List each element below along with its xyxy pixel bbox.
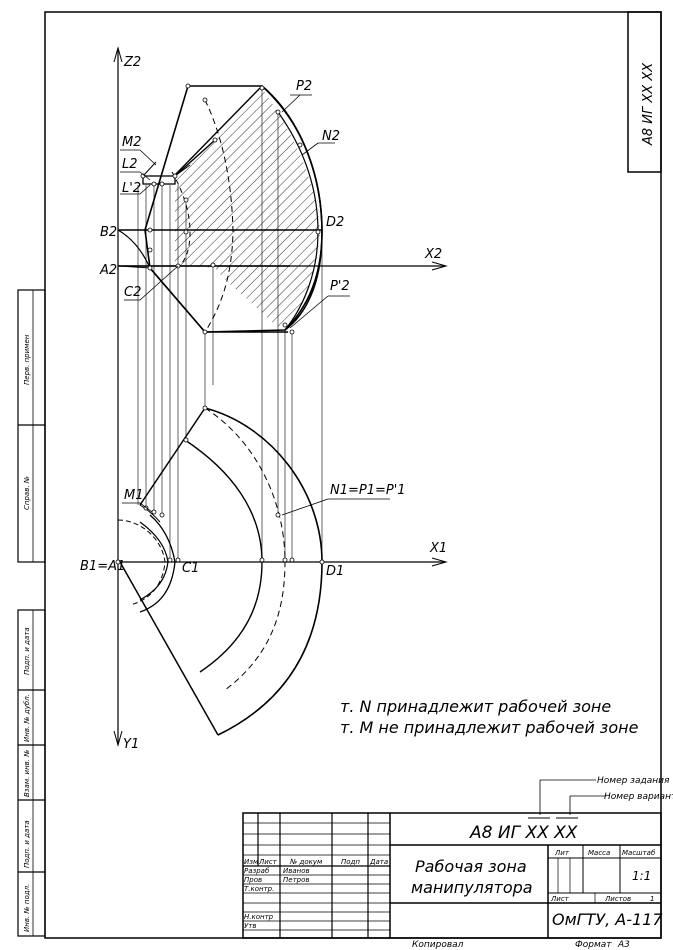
tb-name-prov: Петров — [283, 876, 310, 884]
tb-masshtab: Масштаб — [622, 849, 656, 857]
dashed-arc — [204, 99, 234, 333]
label-b1a1: B1=A1 — [80, 559, 125, 574]
label-c2: C2 — [124, 285, 141, 300]
label-p2p: P'2 — [330, 279, 350, 294]
tb-format: Формат — [575, 940, 612, 950]
tb-title-1: Рабочая зона — [415, 857, 527, 876]
tb-sheets-value: 1 — [650, 895, 654, 903]
legend-variant: Номер варианта — [604, 792, 673, 802]
projection-lines — [137, 88, 323, 560]
label-n2: N2 — [322, 129, 340, 144]
tb-col-doc: № докум — [289, 858, 323, 866]
tb-sheets: Листов — [604, 895, 631, 903]
tb-col-izm: Изм — [244, 858, 259, 866]
label-d2: D2 — [326, 215, 344, 230]
label-d1: D1 — [326, 564, 344, 579]
leaders — [120, 94, 390, 516]
strip-invdubl: Инв. № дубл. — [23, 694, 31, 742]
tb-col-list: Лист — [258, 858, 278, 866]
tb-col-podp: Подп — [341, 858, 360, 866]
label-a2: A2 — [99, 263, 117, 278]
tb-sheet: Лист — [550, 895, 570, 903]
tb-copied: Копировал — [412, 940, 464, 950]
outer-arc — [204, 407, 323, 563]
label-x1: X1 — [429, 541, 447, 556]
left-strip-labels: Перв. примен Справ. № Подп. и дата Инв. … — [23, 334, 31, 932]
label-x2: X2 — [424, 247, 442, 262]
label-z2: Z2 — [123, 55, 141, 70]
strip-sprav: Справ. № — [23, 476, 31, 510]
tb-col-data: Дата — [369, 858, 388, 866]
tb-row-prov: Пров — [244, 876, 262, 884]
side-stamp: А8 ИГ ХХ ХХ — [627, 11, 662, 173]
legend-callouts — [539, 779, 606, 815]
strip-podp2: Подп. и дата — [23, 820, 31, 868]
tb-format-value: А3 — [617, 940, 630, 950]
front-view — [113, 46, 448, 333]
tb-row-tkontr: Т.контр. — [244, 885, 274, 893]
side-stamp-text: А8 ИГ ХХ ХХ — [641, 62, 656, 146]
label-l2: L2 — [122, 157, 138, 172]
strip-vzam: Взам. инв. № — [23, 749, 31, 797]
tb-row-utv: Утв — [244, 922, 256, 930]
legend-task: Номер задания — [597, 776, 670, 786]
sheet-frame — [44, 11, 662, 939]
strip-invpodl: Инв. № подл. — [23, 884, 31, 932]
top-view — [117, 407, 448, 736]
title-block — [242, 812, 662, 939]
tb-name-razrab: Иванов — [283, 867, 310, 875]
label-p2: P2 — [296, 79, 312, 94]
tb-lit: Лит — [554, 849, 570, 857]
note-line2: т. M не принадлежит рабочей зоне — [340, 718, 639, 737]
label-n1: N1=P1=P'1 — [330, 483, 406, 498]
label-m2: M2 — [122, 135, 142, 150]
note-line1: т. N принадлежит рабочей зоне — [340, 697, 611, 716]
strip-podp1: Подп. и дата — [23, 627, 31, 675]
label-m1: M1 — [124, 488, 144, 503]
tb-row-razrab: Разраб — [244, 867, 270, 875]
hatched-zone — [175, 88, 320, 330]
left-strip — [17, 289, 46, 937]
tb-row-nkontr: Н.контр — [244, 913, 274, 921]
label-y1: Y1 — [123, 737, 139, 752]
label-b2: B2 — [100, 225, 117, 240]
label-l2p: L'2 — [122, 181, 141, 196]
tb-scale-value: 1:1 — [632, 869, 651, 883]
points — [115, 83, 325, 565]
tb-massa: Масса — [588, 849, 610, 857]
strip-perv: Перв. примен — [23, 334, 31, 385]
tb-designation: А8 ИГ ХХ ХХ — [469, 823, 578, 843]
label-c1: C1 — [182, 561, 199, 576]
tb-org: ОмГТУ, А-117 — [552, 910, 663, 929]
tb-title-2: манипулятора — [411, 878, 533, 897]
